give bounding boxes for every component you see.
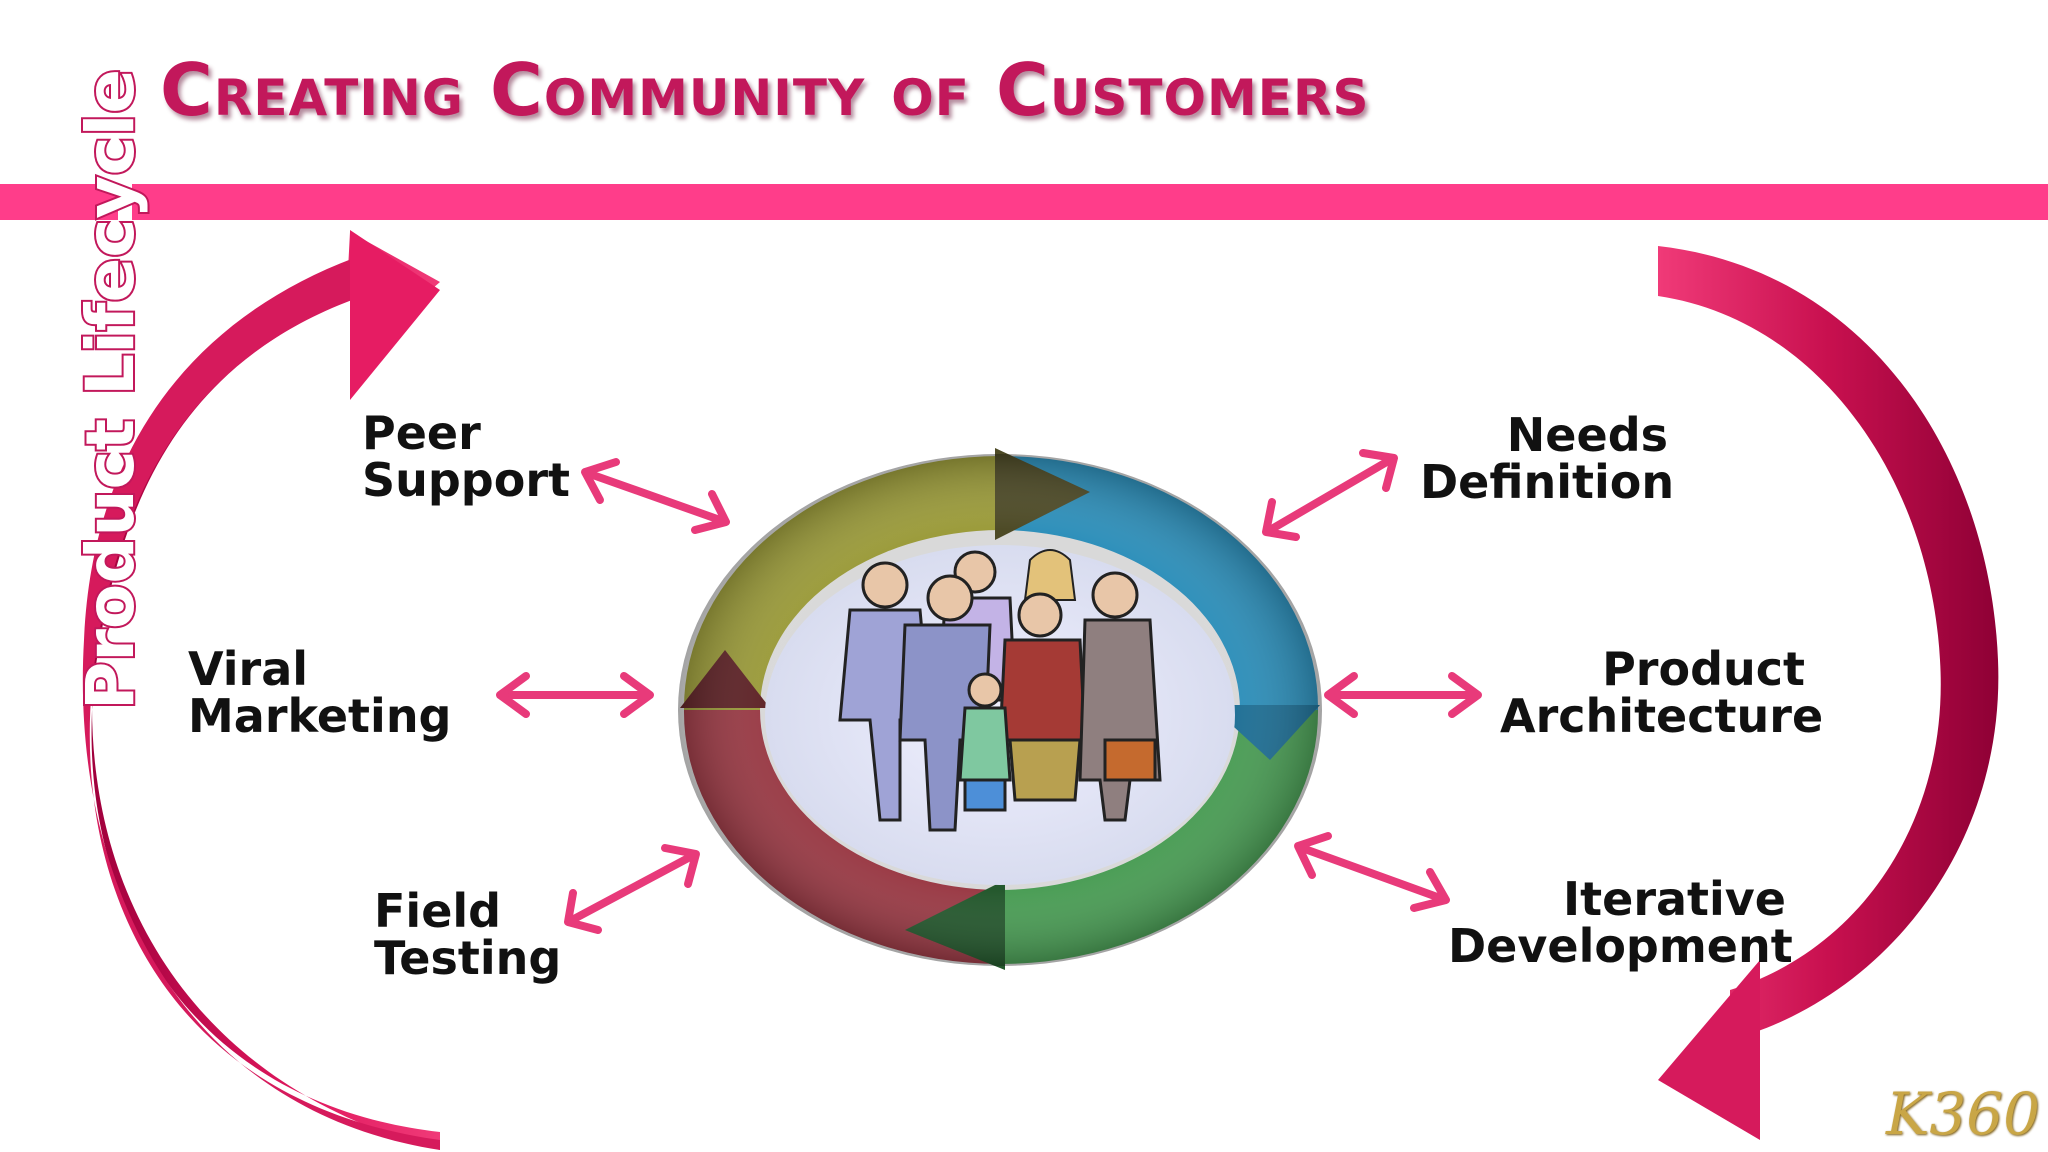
k360-logo: K360	[1886, 1080, 2041, 1148]
item-label-line1: Viral	[188, 642, 309, 696]
item-viral-marketing: Viral Marketing	[188, 646, 452, 740]
item-label-line2: Architecture	[1500, 689, 1824, 743]
item-label-line1: Field	[374, 884, 502, 938]
double-arrow-icon-field-testing	[564, 844, 700, 934]
header-bar-main	[132, 184, 2048, 220]
right-lifecycle-arrow-head	[1658, 960, 1760, 1140]
page-title: Creating Community of Customers	[160, 48, 1370, 132]
item-product-architecture: Product Architecture	[1500, 642, 1824, 743]
double-arrow-icon-viral-marketing	[496, 672, 654, 718]
item-label-line2: Support	[362, 453, 571, 507]
double-arrow-icon-needs-definition	[1262, 449, 1398, 541]
item-label-line1: Needs	[1506, 408, 1668, 462]
item-field-testing: Field Testing	[374, 888, 561, 982]
item-label-line1: Peer	[362, 406, 481, 460]
item-label-line2: Marketing	[188, 689, 452, 743]
item-label-line2: Development	[1448, 919, 1793, 973]
right-lifecycle-arrow-body	[1658, 246, 1999, 1040]
header-bar-left	[0, 184, 118, 220]
people-figures	[838, 549, 1162, 832]
item-label-line2: Definition	[1420, 455, 1675, 509]
item-needs-definition: Needs Definition	[1420, 408, 1675, 509]
item-label-line1: Product	[1602, 642, 1805, 696]
item-peer-support: Peer Support	[362, 410, 570, 504]
item-iterative-development: Iterative Development	[1448, 872, 1793, 973]
double-arrow-icon-product-architecture	[1324, 672, 1482, 718]
item-label-line2: Testing	[374, 931, 562, 985]
double-arrow-icon-iterative-development	[1294, 832, 1450, 912]
double-arrow-icon-peer-support	[581, 458, 730, 534]
product-lifecycle-label: Product Lifecycle	[70, 67, 151, 712]
item-label-line1: Iterative	[1563, 872, 1786, 926]
center-cycle	[678, 448, 1322, 970]
left-lifecycle-arrow-head	[350, 230, 440, 400]
